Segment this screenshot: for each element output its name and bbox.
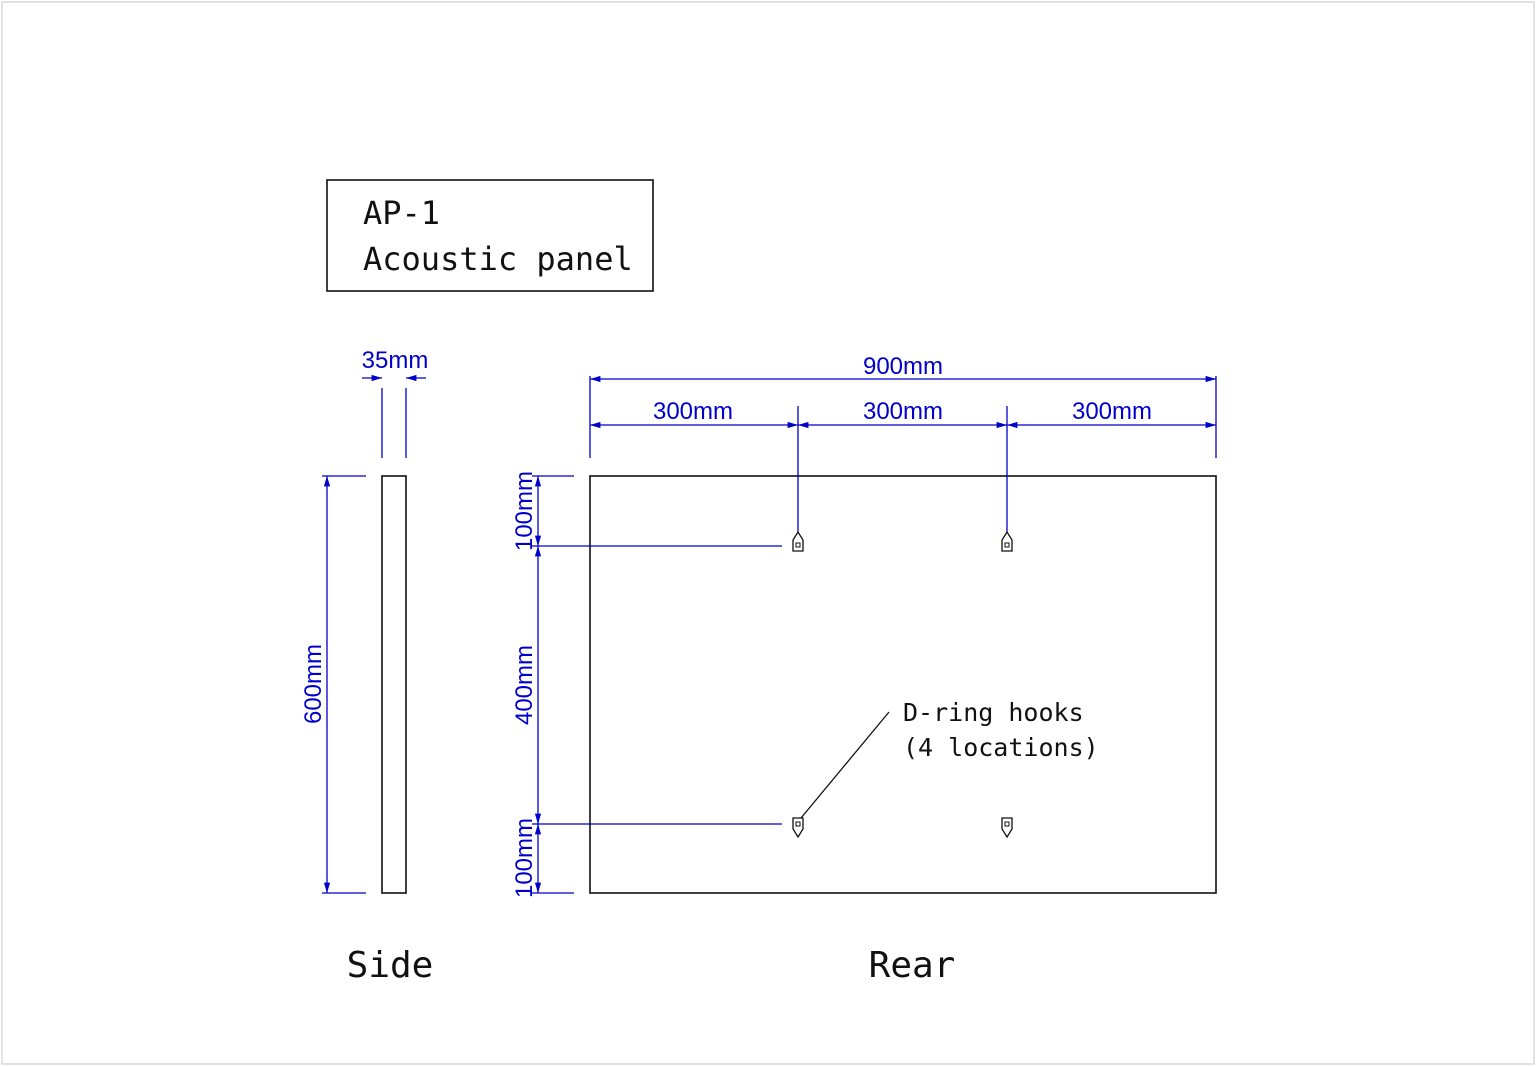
callout-leader bbox=[800, 711, 890, 819]
rear-view: 900mm 300mm 300mm 300mm 100mm 400mm 100m… bbox=[511, 353, 1217, 986]
callout-line-2: (4 locations) bbox=[903, 733, 1099, 762]
d-ring-hook-icon bbox=[1001, 817, 1013, 839]
total-width-label: 900mm bbox=[863, 353, 943, 380]
drawing-title: Acoustic panel bbox=[363, 240, 633, 278]
segment-3-label: 300mm bbox=[1072, 398, 1152, 425]
rear-panel-outline bbox=[589, 475, 1217, 894]
top-offset-label: 100mm bbox=[511, 471, 538, 551]
bottom-offset-label: 100mm bbox=[511, 818, 538, 898]
side-view-label: Side bbox=[347, 945, 434, 986]
side-height-label: 600mm bbox=[300, 644, 327, 724]
d-ring-hook-icon bbox=[792, 530, 804, 552]
segment-1-label: 300mm bbox=[653, 398, 733, 425]
title-frame bbox=[326, 179, 654, 292]
thickness-label: 35mm bbox=[362, 347, 429, 374]
d-ring-hook-icon bbox=[1001, 530, 1013, 552]
drawing-code: AP-1 bbox=[363, 194, 440, 232]
rear-view-label: Rear bbox=[869, 945, 956, 986]
segment-2-label: 300mm bbox=[863, 398, 943, 425]
callout-line-1: D-ring hooks bbox=[903, 698, 1084, 727]
side-view: 35mm 600mm Side bbox=[300, 347, 433, 986]
side-panel-outline bbox=[381, 475, 407, 894]
d-ring-hook-icon bbox=[792, 817, 804, 839]
hook-spacing-label: 400mm bbox=[511, 645, 538, 725]
title-block: AP-1 Acoustic panel bbox=[326, 179, 654, 292]
